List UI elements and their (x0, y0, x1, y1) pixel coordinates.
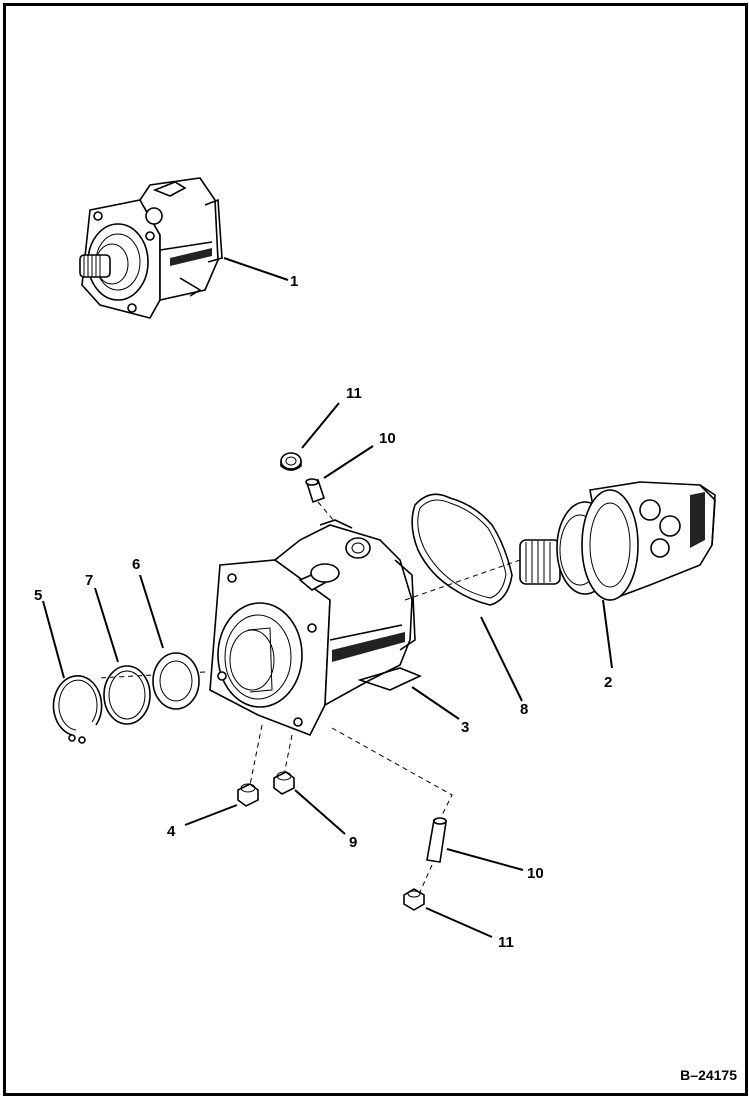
callout-9: 9 (349, 834, 357, 851)
nut-part-11-bottom (403, 888, 425, 911)
callout-7: 7 (85, 572, 93, 589)
housing-part-3 (209, 519, 423, 737)
pin-alignment-line-bottom (331, 727, 453, 816)
callout-10-bottom: 10 (527, 865, 544, 882)
o-ring-part-7 (103, 665, 151, 725)
callout-4: 4 (167, 823, 176, 840)
callout-11-bottom: 11 (498, 934, 514, 951)
callout-5: 5 (34, 587, 42, 604)
pin-part-10-bottom (426, 817, 447, 863)
fitting-part-4 (237, 783, 259, 807)
callout-1: 1 (290, 273, 298, 290)
fitting-part-9 (273, 771, 295, 795)
bolt-alignment-line-4 (249, 724, 263, 786)
callout-10-top: 10 (379, 430, 396, 447)
callout-8: 8 (520, 701, 528, 718)
gasket-alignment-line (404, 559, 521, 601)
gasket-part-8 (411, 493, 513, 606)
leader-lines (42, 257, 613, 938)
motor-assembly-part-1 (79, 177, 223, 319)
nut-part-11-top (280, 452, 302, 471)
diagram-border (3, 3, 748, 1096)
nut-alignment-line-bottom (419, 864, 433, 893)
retaining-ring-part-5 (52, 675, 103, 744)
callout-6: 6 (132, 556, 140, 573)
washer-part-6 (152, 652, 200, 710)
pin-alignment-line-top (317, 501, 336, 523)
drawing-code: B–24175 (680, 1067, 737, 1083)
pin-part-10-top (305, 478, 326, 504)
rotating-group-part-2 (519, 481, 716, 602)
callout-11-top: 11 (346, 385, 362, 402)
callout-3: 3 (461, 719, 469, 736)
callout-2: 2 (604, 674, 612, 691)
bolt-alignment-line-9 (283, 734, 293, 776)
